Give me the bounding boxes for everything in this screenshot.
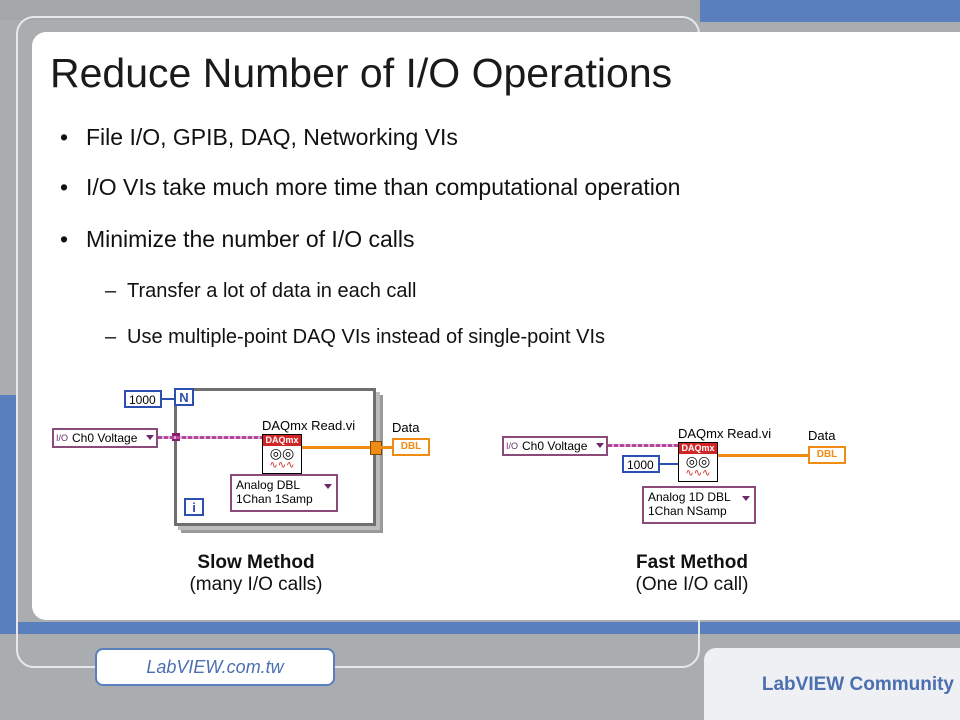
glasses-icon: ◎◎ (685, 453, 711, 469)
bullet-glyph: • (60, 124, 69, 150)
data-wire (302, 446, 376, 449)
io-icon: I/O (56, 433, 69, 443)
chevron-down-icon[interactable] (146, 435, 154, 440)
sub-bullet-text: Use multiple-point DAQ VIs instead of si… (127, 326, 605, 348)
slow-channel-control[interactable]: I/O Ch0 Voltage (52, 428, 158, 448)
bullet-text: File I/O, GPIB, DAQ, Networking VIs (86, 124, 458, 150)
bullet-item: • File I/O, GPIB, DAQ, Networking VIs (60, 124, 458, 151)
slow-vi-name: DAQmx Read.vi (262, 418, 356, 433)
brand-box (704, 648, 960, 720)
brand-label: LabVIEW Community (761, 674, 954, 695)
slow-polymorphic-selector[interactable]: Analog DBL 1Chan 1Samp (230, 474, 338, 512)
daqmx-header: DAQmx (679, 443, 717, 454)
slow-output-label: Data (392, 420, 420, 435)
fast-caption-title: Fast Method (636, 552, 748, 573)
sub-bullet-text: Transfer a lot of data in each call (127, 280, 417, 302)
background-top-band (0, 0, 700, 20)
waveform-icon: ∿∿∿ (685, 468, 711, 479)
bullet-text: Minimize the number of I/O calls (86, 226, 415, 252)
sub-bullet-glyph: – (105, 280, 117, 302)
fast-channel-label: Ch0 Voltage (522, 439, 588, 453)
daqmx-read-icon[interactable]: DAQmx ◎◎ ∿∿∿ (678, 442, 718, 482)
slow-dbl-indicator: DBL (392, 438, 430, 456)
bullet-glyph: • (60, 174, 69, 200)
fast-output-label: Data (808, 428, 836, 443)
slow-caption: Slow Method (many I/O calls) (136, 552, 376, 596)
poly-line-2: 1Chan 1Samp (236, 492, 313, 506)
daqmx-read-icon[interactable]: DAQmx ◎◎ ∿∿∿ (262, 434, 302, 474)
glasses-icon: ◎◎ (269, 445, 295, 461)
daqmx-header: DAQmx (263, 435, 301, 446)
slow-channel-label: Ch0 Voltage (72, 431, 138, 445)
fast-caption: Fast Method (One I/O call) (572, 552, 812, 596)
chevron-down-icon[interactable] (324, 484, 332, 489)
fast-dbl-indicator: DBL (808, 446, 846, 464)
bullet-item: • I/O VIs take much more time than comput… (60, 174, 680, 201)
bullet-glyph: • (60, 226, 69, 252)
slow-caption-sub: (many I/O calls) (189, 574, 323, 595)
fast-caption-sub: (One I/O call) (635, 574, 749, 595)
io-icon: I/O (506, 441, 519, 451)
fast-channel-control[interactable]: I/O Ch0 Voltage (502, 436, 608, 456)
slide-title: Reduce Number of I/O Operations (50, 50, 673, 96)
data-wire-out (380, 446, 392, 449)
bullet-text: I/O VIs take much more time than computa… (86, 174, 681, 200)
waveform-icon: ∿∿∿ (269, 460, 295, 471)
bullet-item: • Minimize the number of I/O calls (60, 226, 415, 253)
background-bottom-accent (0, 622, 960, 634)
chevron-down-icon[interactable] (742, 496, 750, 501)
poly-line-2: 1Chan NSamp (648, 504, 727, 518)
poly-line-1: Analog DBL (236, 478, 301, 492)
poly-line-1: Analog 1D DBL (648, 490, 731, 504)
sub-bullet-glyph: – (105, 326, 117, 348)
chevron-down-icon[interactable] (596, 443, 604, 448)
samples-constant: 1000 (622, 455, 660, 473)
background-top-accent (700, 0, 960, 22)
fast-polymorphic-selector[interactable]: Analog 1D DBL 1Chan NSamp (642, 486, 756, 524)
data-wire (718, 454, 808, 457)
loop-count-constant: 1000 (124, 390, 162, 408)
sub-bullet-item: –Transfer a lot of data in each call (105, 280, 416, 303)
count-terminal: N (174, 388, 194, 406)
website-link[interactable]: LabVIEW.com.tw (95, 648, 335, 686)
fast-vi-name: DAQmx Read.vi (678, 426, 772, 441)
samples-wire (660, 463, 678, 465)
count-wire (162, 398, 174, 400)
background-left-accent (0, 395, 18, 635)
channel-wire (158, 436, 262, 439)
sub-bullet-item: –Use multiple-point DAQ VIs instead of s… (105, 326, 605, 349)
slow-caption-title: Slow Method (197, 552, 315, 573)
iteration-terminal: i (184, 498, 204, 516)
channel-wire (608, 444, 678, 447)
